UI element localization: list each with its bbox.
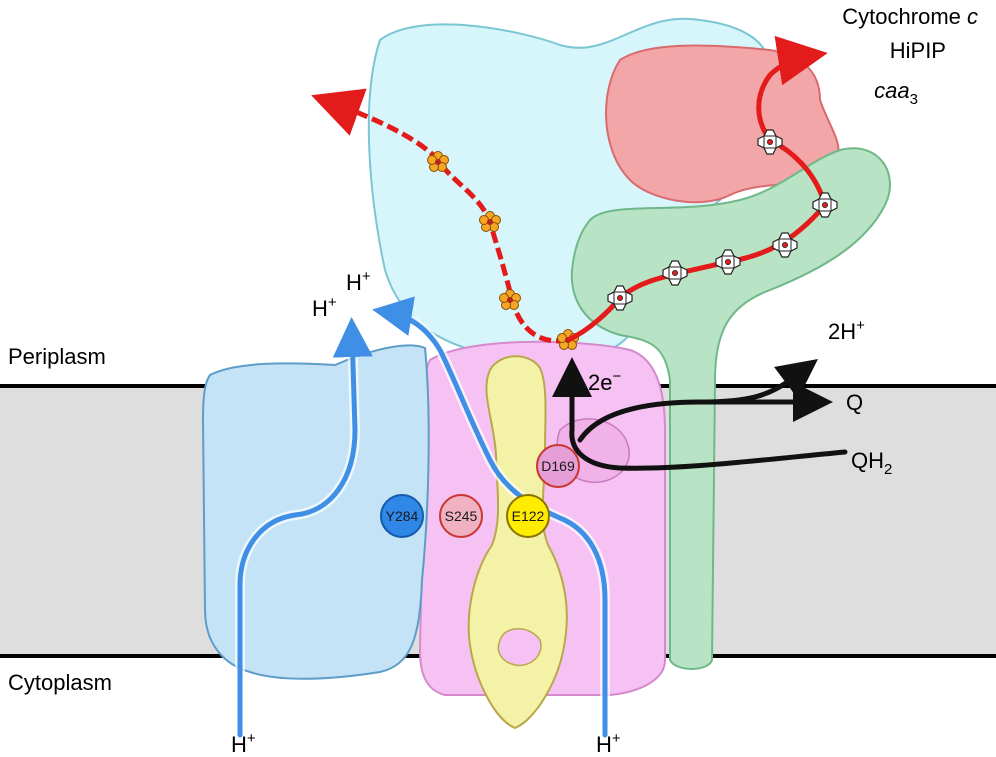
residue-e122-label: E122 [512,508,545,524]
residue-y284: Y284 [380,494,424,538]
protons-out-label: 2H+ [828,317,865,344]
proton-path-left [237,317,373,738]
residue-e122: E122 [506,494,550,538]
proton-label-out-left: H+ [312,294,337,321]
residue-y284-label: Y284 [386,508,419,524]
electrons-label: 2e− [588,368,621,395]
quinol-label: QH2 [851,448,892,478]
quinone-label: Q [846,390,863,415]
proton-release-arrow [697,359,818,405]
electron-path-hemes [566,35,838,343]
periplasm-label: Periplasm [8,344,106,369]
quinol-arrow [552,357,848,471]
proton-path-right [372,296,608,738]
proton-label-out-right: H+ [346,268,371,295]
proton-pathways [235,296,610,740]
quinone-pathway [552,357,848,471]
residue-d169-label: D169 [541,458,575,474]
quinone-arrow [577,382,833,443]
residue-s245-label: S245 [445,508,478,524]
yellow-cavity [497,628,542,667]
cytoplasm-label: Cytoplasm [8,670,112,695]
acceptor-caa3: caa3 [874,78,918,108]
yellow-subunit [467,355,568,730]
residue-d169: D169 [536,444,580,488]
acceptor-cytochrome-c: Cytochrome c [842,4,978,29]
proton-label-in-left: H+ [231,730,256,757]
proton-label-in-right: H+ [596,730,621,757]
acceptor-hipip: HiPIP [890,38,946,63]
electron-path-clusters [311,88,579,350]
residue-s245: S245 [439,494,483,538]
